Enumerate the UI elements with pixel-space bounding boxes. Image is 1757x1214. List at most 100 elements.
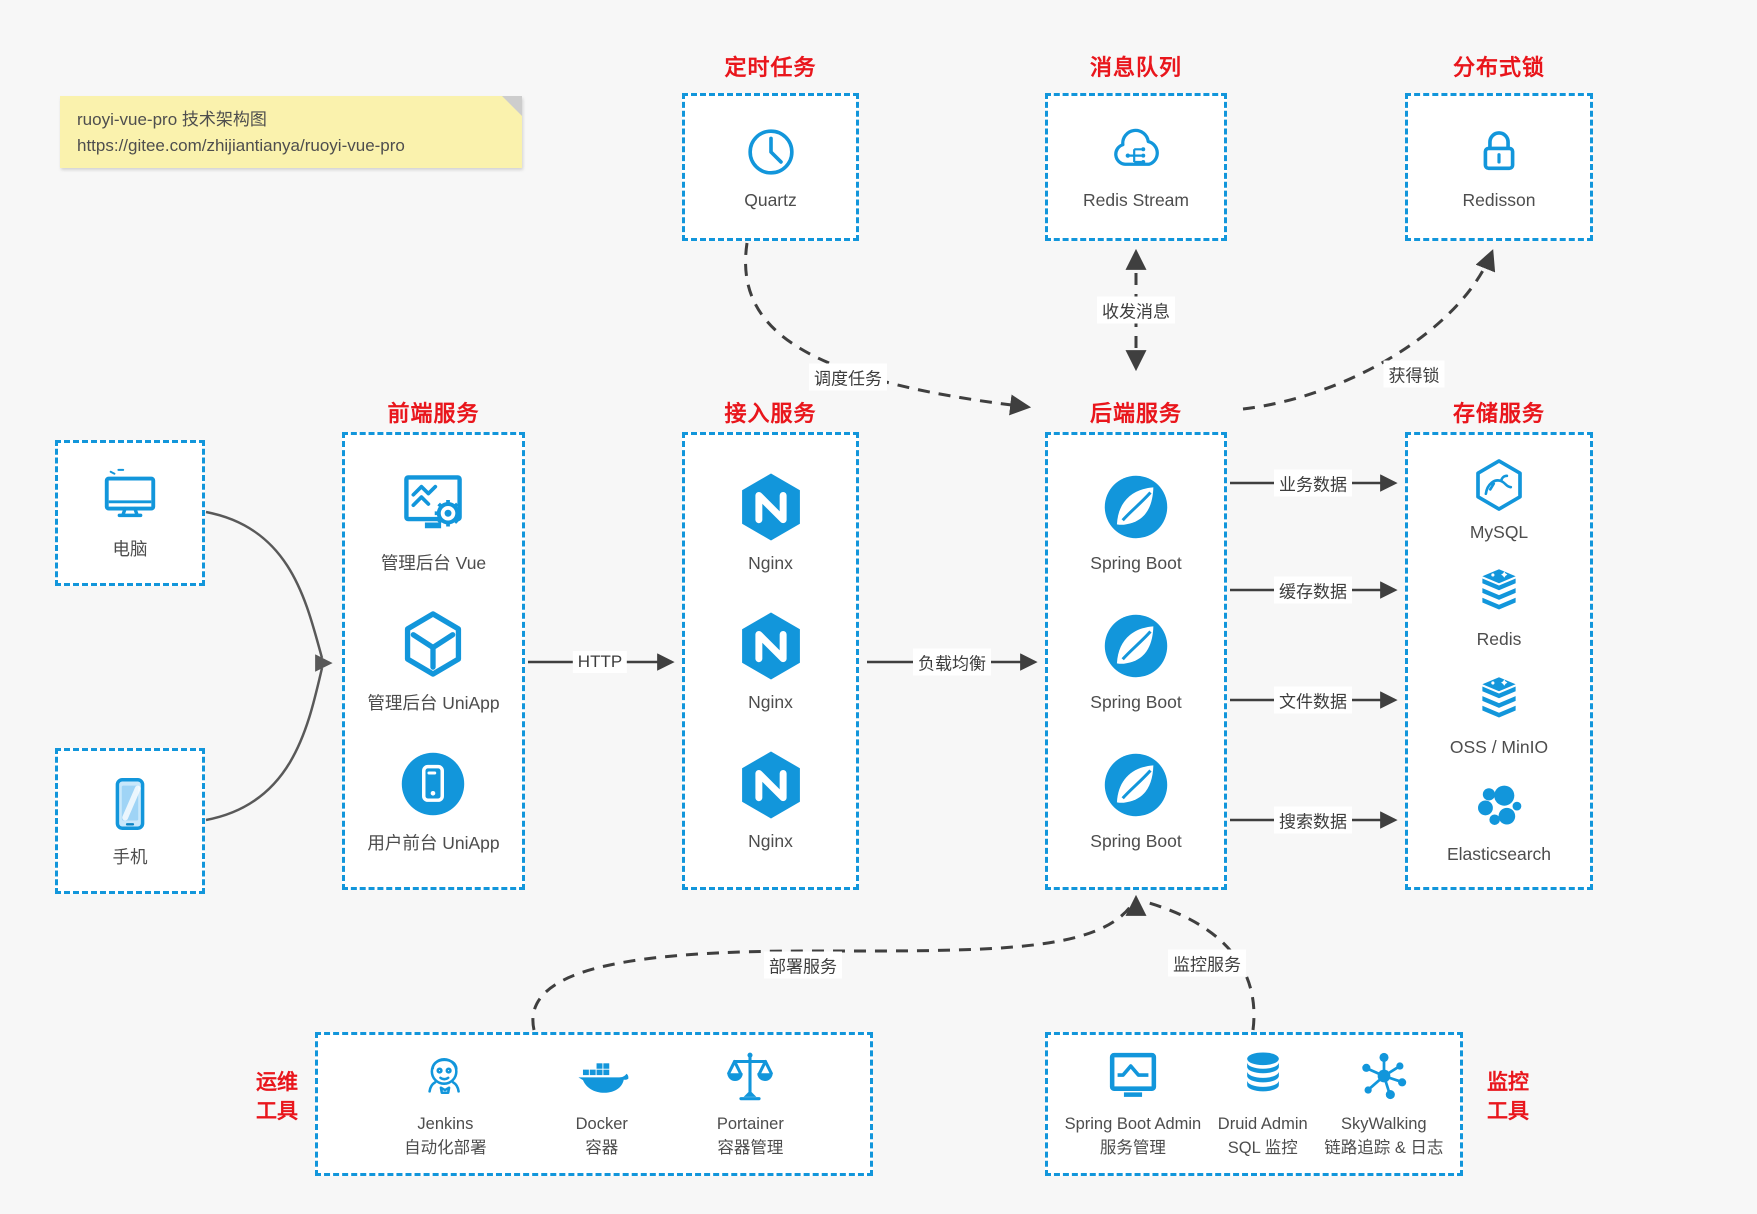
node-label: Redis — [1476, 629, 1522, 650]
node-desktop: 电脑 — [99, 465, 161, 561]
section-title-storage: 存储服务 — [1452, 401, 1545, 426]
node-druid-admin: Druid Admin SQL 监控 — [1218, 1047, 1308, 1161]
node-label: Nginx — [748, 831, 793, 851]
nginx-icon — [734, 470, 808, 544]
group-box-phone: 手机 — [55, 748, 205, 894]
edge-label-business-data: 业务数据 — [1274, 469, 1352, 497]
node-label: Quartz — [744, 190, 797, 210]
spring-boot-icon — [1099, 748, 1173, 822]
node-label: Spring Boot — [1090, 831, 1182, 851]
node-oss-minio: OSS / MinIO — [1450, 672, 1548, 758]
node-label: SkyWalking 链路追踪 & 日志 — [1324, 1113, 1443, 1161]
node-label-line1: Druid Admin — [1217, 1115, 1308, 1134]
group-box-desktop: 电脑 — [55, 440, 205, 586]
admin-vue-icon — [396, 467, 470, 541]
jenkins-icon — [416, 1047, 474, 1105]
node-skywalking: SkyWalking 链路追踪 & 日志 — [1324, 1047, 1443, 1161]
node-redis: Redis — [1471, 564, 1527, 650]
edge-label-acquire-lock: 获得锁 — [1383, 360, 1445, 388]
node-label: 电脑 — [112, 539, 148, 559]
node-spring-boot-admin: Spring Boot Admin 服务管理 — [1064, 1047, 1202, 1161]
node-label-line1: Jenkins — [417, 1115, 474, 1134]
node-label-line2: 自动化部署 — [404, 1139, 487, 1157]
node-label: Druid Admin SQL 监控 — [1218, 1113, 1308, 1161]
edge-label-monitor-service: 监控服务 — [1168, 949, 1246, 977]
skywalking-icon — [1355, 1047, 1413, 1105]
section-title-scheduled-task: 定时任务 — [724, 55, 817, 80]
clock-icon — [742, 123, 800, 181]
node-label: Redis Stream — [1082, 190, 1189, 210]
section-title-backend: 后端服务 — [1089, 401, 1182, 426]
node-label: 管理后台 Vue — [380, 553, 487, 573]
node-label: 手机 — [112, 847, 148, 867]
node-nginx-2: Nginx — [734, 609, 808, 713]
note-title: ruoyi-vue-pro 技术架构图 — [77, 110, 267, 129]
group-box-storage: MySQL Redis OSS / MinIO Elasticsearch — [1405, 432, 1593, 890]
group-box-scheduled-task: Quartz — [682, 93, 859, 241]
node-label-line2: SQL 监控 — [1227, 1139, 1298, 1157]
mysql-icon — [1471, 457, 1527, 513]
group-box-message-queue: Redis Stream — [1045, 93, 1227, 241]
spring-boot-icon — [1099, 470, 1173, 544]
cloud-network-icon — [1107, 123, 1165, 181]
arrow-desktop-to-frontend — [205, 510, 324, 659]
side-label-line: 运维 — [256, 1071, 298, 1094]
node-user-uniapp: 用户前台 UniApp — [367, 747, 500, 855]
arrow-phone-to-frontend — [205, 667, 324, 822]
node-label-line1: Portainer — [716, 1115, 784, 1134]
group-box-frontend: 管理后台 Vue 管理后台 UniApp 用户前台 UniApp — [342, 432, 525, 890]
node-label-line1: Spring Boot Admin — [1064, 1115, 1202, 1134]
edge-label-load-balance: 负载均衡 — [913, 648, 991, 676]
node-admin-vue: 管理后台 Vue — [381, 467, 486, 575]
node-label: Redisson — [1462, 190, 1536, 210]
edge-label-send-receive-message: 收发消息 — [1097, 296, 1175, 324]
node-label: Elasticsearch — [1446, 844, 1552, 865]
edge-label-deploy-service: 部署服务 — [764, 951, 842, 979]
node-label: 管理后台 UniApp — [367, 693, 500, 713]
node-label: Nginx — [748, 553, 793, 573]
druid-icon — [1234, 1047, 1292, 1105]
node-elasticsearch: Elasticsearch — [1447, 779, 1551, 865]
elasticsearch-icon — [1471, 779, 1527, 835]
node-mysql: MySQL — [1470, 457, 1528, 543]
user-app-icon — [396, 747, 470, 821]
sticky-note: ruoyi-vue-pro 技术架构图 https://gitee.com/zh… — [60, 96, 522, 168]
arrow-acquire-lock — [1242, 249, 1496, 411]
group-box-monitor-tools: Spring Boot Admin 服务管理 Druid Admin SQL 监… — [1045, 1032, 1463, 1176]
lock-icon — [1470, 123, 1528, 181]
desktop-icon — [99, 465, 161, 527]
node-redisson: Redisson — [1462, 123, 1536, 211]
node-nginx-1: Nginx — [734, 470, 808, 574]
group-box-ops-tools: Jenkins 自动化部署 Docker 容器 Portainer 容器管理 — [315, 1032, 873, 1176]
note-url: https://gitee.com/zhijiantianya/ruoyi-vu… — [77, 135, 405, 155]
edge-label-cache-data: 缓存数据 — [1274, 576, 1352, 604]
node-docker: Docker 容器 — [573, 1047, 631, 1161]
node-phone: 手机 — [99, 773, 161, 869]
node-nginx-3: Nginx — [734, 748, 808, 852]
nginx-icon — [734, 748, 808, 822]
node-label: Spring Boot — [1090, 692, 1182, 712]
node-label: MySQL — [1469, 521, 1529, 542]
group-box-distributed-lock: Redisson — [1405, 93, 1593, 241]
spring-boot-admin-icon — [1104, 1047, 1162, 1105]
nginx-icon — [734, 609, 808, 683]
side-label-line: 监控 — [1487, 1071, 1529, 1094]
redis-icon — [1471, 564, 1527, 620]
section-title-frontend: 前端服务 — [387, 401, 480, 426]
node-spring-boot-2: Spring Boot — [1090, 609, 1182, 713]
section-title-message-queue: 消息队列 — [1089, 55, 1182, 80]
edge-label-http: HTTP — [572, 651, 628, 673]
node-label-line2: 容器管理 — [717, 1139, 784, 1157]
edge-label-search-data: 搜索数据 — [1274, 806, 1352, 834]
node-label: Portainer 容器管理 — [717, 1113, 784, 1161]
smartphone-icon — [99, 773, 161, 835]
group-box-backend: Spring Boot Spring Boot Spring Boot — [1045, 432, 1227, 890]
node-jenkins: Jenkins 自动化部署 — [404, 1047, 487, 1161]
node-label-line2: 服务管理 — [1099, 1139, 1166, 1157]
node-label-line1: Docker — [575, 1115, 628, 1134]
portainer-icon — [721, 1047, 779, 1105]
node-redis-stream: Redis Stream — [1083, 123, 1189, 211]
spring-boot-icon — [1099, 609, 1173, 683]
node-label: OSS / MinIO — [1449, 736, 1549, 757]
